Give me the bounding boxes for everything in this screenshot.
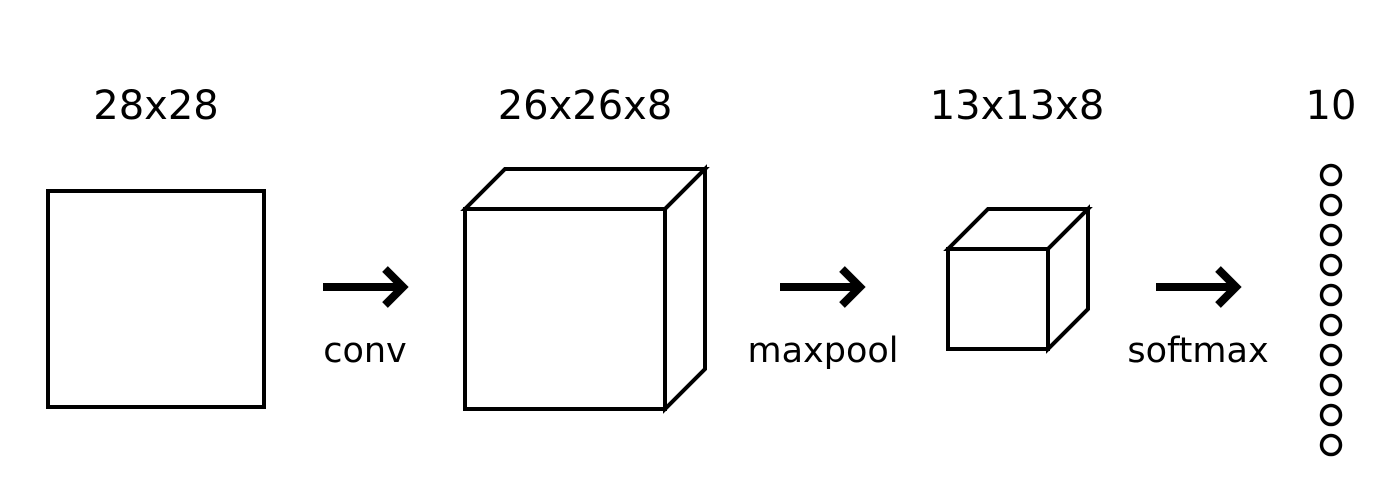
output-neuron [1319, 343, 1343, 367]
pool-output-box [943, 204, 1093, 354]
softmax-operation-label: softmax [1127, 331, 1268, 371]
pool-output-size-label: 13x13x8 [930, 83, 1105, 129]
softmax-arrow [1156, 266, 1242, 308]
output-neuron [1319, 373, 1343, 397]
conv-box-side-face [663, 164, 707, 414]
conv-arrow [323, 266, 409, 308]
output-neuron [1319, 403, 1343, 427]
conv-box-front-face [463, 207, 667, 411]
output-neuron-column [1319, 163, 1343, 457]
output-neuron [1319, 433, 1343, 457]
output-neuron [1319, 193, 1343, 217]
pool-box-front-face [946, 247, 1050, 351]
input-square [46, 189, 266, 409]
output-neuron [1319, 253, 1343, 277]
softmax-output-size-label: 10 [1306, 83, 1357, 129]
output-neuron [1319, 163, 1343, 187]
maxpool-arrow [780, 266, 866, 308]
output-neuron [1319, 223, 1343, 247]
output-neuron [1319, 283, 1343, 307]
conv-output-box [460, 164, 710, 414]
input-size-label: 28x28 [93, 83, 218, 129]
conv-operation-label: conv [323, 331, 407, 371]
conv-output-size-label: 26x26x8 [498, 83, 673, 129]
output-neuron [1319, 313, 1343, 337]
maxpool-operation-label: maxpool [747, 331, 898, 371]
